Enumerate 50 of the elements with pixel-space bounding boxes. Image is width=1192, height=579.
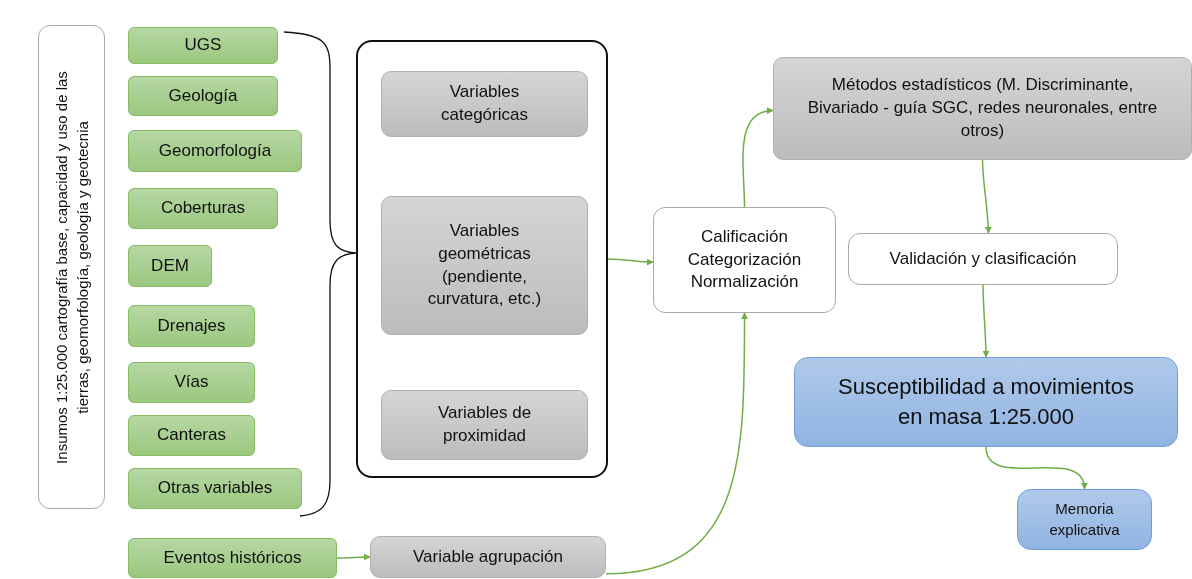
process-box	[38, 25, 105, 509]
arrow	[336, 553, 371, 561]
arrow	[605, 312, 748, 575]
arrow	[985, 446, 1087, 490]
box-label: Coberturas	[159, 197, 247, 220]
box-label: Variables categóricas	[440, 81, 529, 126]
box-label: Geomorfología	[157, 139, 273, 162]
input-box	[128, 27, 278, 64]
box-label: Variable agrupación	[412, 545, 564, 568]
box-label: Variables de proximidad	[436, 402, 533, 447]
box-label: Geología	[167, 84, 239, 107]
box-label: Canteras	[156, 424, 227, 447]
input-box	[128, 538, 337, 578]
vertical-label: Insumos 1:25.000 cartografía base, capacidad y uso de las tierras, geomorfología, geología y geotecnia	[51, 69, 92, 466]
input-box	[128, 76, 278, 116]
process-box	[653, 207, 836, 313]
arrow	[981, 159, 992, 234]
input-box	[128, 188, 278, 229]
input-box	[128, 468, 302, 509]
box-label: Variables geométricas (pendiente, curvatura, etc.)	[426, 219, 543, 311]
box-label: Drenajes	[156, 314, 227, 337]
box-label: Eventos históricos	[162, 546, 303, 569]
variable-box	[381, 196, 588, 335]
box-label: Susceptibilidad a movimientos en masa 1:25.000	[837, 373, 1135, 431]
box-label: Vías	[173, 371, 210, 394]
result-box	[1017, 489, 1152, 550]
box-label: Memoria explicativa	[1048, 499, 1121, 540]
arrow	[982, 284, 990, 358]
arrow	[742, 107, 774, 208]
process-box	[848, 233, 1118, 285]
input-box	[128, 362, 255, 403]
group-container	[356, 40, 608, 478]
input-box	[128, 130, 302, 172]
box-label: Categorización	[686, 248, 803, 271]
box-label: Otras variables	[156, 477, 274, 500]
input-box	[128, 245, 212, 287]
variable-box	[381, 71, 588, 137]
input-box	[128, 305, 255, 347]
result-box	[794, 357, 1178, 447]
input-box	[128, 415, 255, 456]
arrow	[607, 258, 654, 266]
box-label: Calificación	[700, 225, 789, 248]
box-label: Métodos estadísticos (M. Discriminante, Bivariado - guía SGC, redes neuronales, entre otros)	[806, 74, 1159, 142]
box-label: UGS	[183, 34, 223, 57]
variable-box	[773, 57, 1192, 160]
box-label: DEM	[150, 254, 190, 277]
box-label: Normalización	[689, 271, 800, 294]
variable-box	[381, 390, 588, 460]
variable-box	[370, 536, 606, 578]
box-label: Validación y clasificación	[888, 247, 1078, 270]
